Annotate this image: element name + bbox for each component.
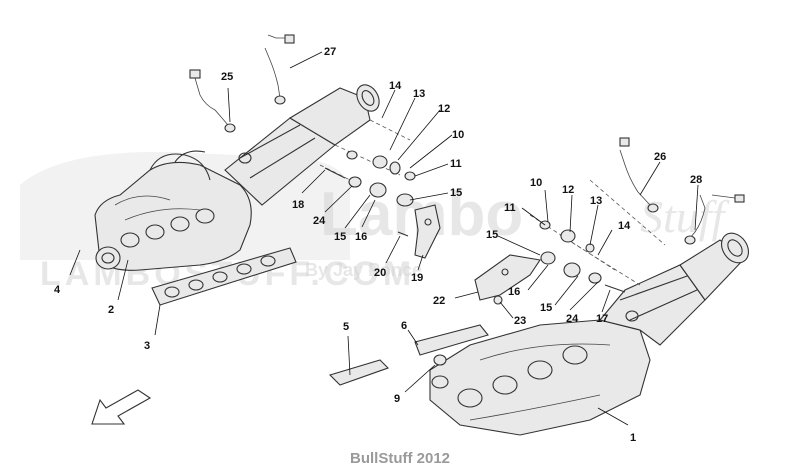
callout-24-right: 24	[566, 313, 579, 325]
callout-15-left-b: 15	[334, 231, 346, 243]
callout-26: 26	[654, 151, 666, 163]
left-mounting-hardware	[319, 119, 441, 259]
callout-1: 1	[630, 432, 636, 444]
callout-20: 20	[374, 267, 386, 279]
callout-25: 25	[221, 71, 233, 83]
callout-5: 5	[343, 321, 349, 333]
right-oxygen-sensors	[619, 137, 745, 245]
callout-16-left: 16	[355, 231, 367, 243]
left-oxygen-sensors	[189, 34, 295, 133]
callout-24-left: 24	[313, 215, 326, 227]
callout-10-left: 10	[452, 129, 464, 141]
callout-12-left: 12	[438, 103, 450, 115]
callout-10-right: 10	[530, 177, 542, 189]
watermark-byline: By Jay Ponce	[305, 260, 422, 280]
callout-19: 19	[411, 272, 423, 284]
callout-23: 23	[514, 315, 526, 327]
callout-15-right-a: 15	[486, 229, 498, 241]
callout-14-left: 14	[389, 80, 402, 92]
callout-15-right-b: 15	[540, 302, 552, 314]
small-brackets	[328, 324, 489, 386]
callout-22: 22	[433, 295, 445, 307]
footer-credit: BullStuff 2012	[349, 450, 451, 467]
callout-28: 28	[690, 174, 702, 186]
callout-14-right: 14	[618, 220, 631, 232]
callout-6: 6	[401, 320, 407, 332]
callout-13-right: 13	[590, 195, 602, 207]
callout-2: 2	[108, 304, 114, 316]
callout-12-right: 12	[562, 184, 574, 196]
watermark-brand-script: Stuff	[640, 191, 731, 242]
callout-11-left: 11	[450, 158, 462, 170]
right-catalytic-converter	[599, 232, 749, 346]
part-6-heat-shield-strip	[414, 324, 489, 356]
callout-27: 27	[324, 46, 336, 58]
callout-18: 18	[292, 199, 304, 211]
right-mounting-hardware	[474, 179, 666, 305]
callout-13-left: 13	[413, 88, 425, 100]
callout-11-right: 11	[504, 202, 516, 214]
left-exhaust-manifold	[94, 150, 252, 271]
right-exhaust-manifold	[429, 319, 651, 436]
callout-3: 3	[144, 340, 150, 352]
part-5-bracket	[328, 359, 390, 386]
left-manifold-gasket	[151, 247, 297, 306]
callout-labels: 1 2 3 4 5 6 9 10 10 11 11 12 12 13 13 14…	[54, 46, 702, 444]
callout-9: 9	[394, 393, 400, 405]
part-9-nut	[433, 354, 447, 366]
callout-17: 17	[596, 313, 608, 325]
direction-arrow-icon	[91, 389, 152, 425]
right-leader-lines	[347, 161, 699, 426]
left-leader-lines	[69, 51, 453, 336]
callout-4: 4	[54, 284, 61, 296]
callout-15-left-a: 15	[450, 187, 462, 199]
callout-16-right: 16	[508, 286, 520, 298]
